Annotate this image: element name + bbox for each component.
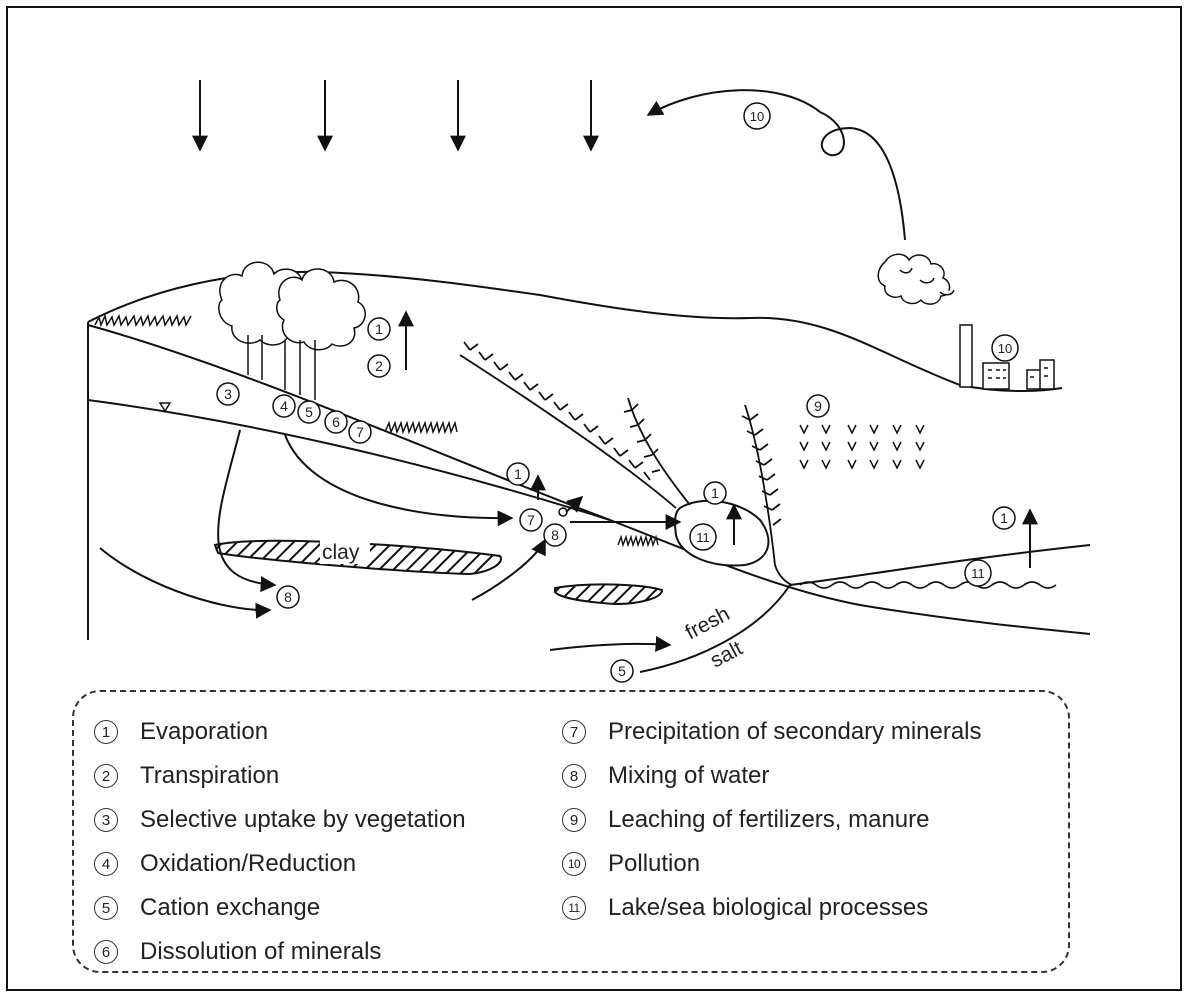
salt-label: salt	[707, 637, 747, 673]
legend-column-left: 1 Evaporation 2 Transpiration 3 Selective u…	[94, 710, 466, 974]
legend-text: Leaching of fertilizers, manure	[608, 806, 930, 834]
hydrogeochemical-diagram: clay fresh salt	[0, 0, 1190, 690]
legend-text: Pollution	[608, 850, 700, 878]
legend-text: Mixing of water	[608, 762, 769, 790]
legend-text: Transpiration	[140, 762, 279, 790]
legend-number-badge: 1	[94, 720, 118, 744]
legend-text: Precipitation of secondary minerals	[608, 718, 982, 746]
legend-text: Selective uptake by vegetation	[140, 806, 466, 834]
legend-number-badge: 11	[562, 896, 586, 920]
legend-item: 1 Evaporation	[94, 710, 466, 754]
legend-item: 7 Precipitation of secondary minerals	[562, 710, 982, 754]
trees-icon	[219, 262, 365, 400]
svg-text:10: 10	[750, 109, 764, 124]
legend-item: 10 Pollution	[562, 842, 982, 886]
gas-bubble-icon	[559, 508, 567, 516]
legend-number-badge: 7	[562, 720, 586, 744]
svg-text:8: 8	[284, 589, 292, 605]
pollution-plume-arrow	[648, 90, 905, 240]
svg-text:4: 4	[280, 398, 288, 414]
legend-number-badge: 9	[562, 808, 586, 832]
svg-text:6: 6	[332, 414, 340, 430]
sea-waves	[800, 582, 1056, 588]
svg-text:11: 11	[971, 566, 985, 581]
legend-item: 2 Transpiration	[94, 754, 466, 798]
svg-text:2: 2	[375, 358, 383, 374]
svg-text:1: 1	[375, 321, 383, 337]
water-table-symbol	[160, 403, 170, 411]
svg-text:5: 5	[618, 663, 626, 679]
legend-item: 11 Lake/sea biological processes	[562, 886, 982, 930]
legend-item: 4 Oxidation/Reduction	[94, 842, 466, 886]
svg-text:7: 7	[356, 424, 364, 440]
factory-icon	[878, 254, 972, 387]
crops-icon	[800, 425, 924, 468]
groundwater-flow-arrows	[100, 312, 1030, 650]
legend-item: 5 Cation exchange	[94, 886, 466, 930]
legend-number-badge: 10	[562, 852, 586, 876]
legend-number-badge: 8	[562, 764, 586, 788]
svg-text:1: 1	[514, 466, 522, 482]
precipitation-arrows	[200, 80, 591, 150]
legend-item: 8 Mixing of water	[562, 754, 982, 798]
legend-number-badge: 6	[94, 940, 118, 964]
fresh-label: fresh	[682, 602, 734, 644]
legend-number-badge: 5	[94, 896, 118, 920]
legend-box: 1 Evaporation 2 Transpiration 3 Selective u…	[72, 690, 1070, 973]
legend-item: 3 Selective uptake by vegetation	[94, 798, 466, 842]
svg-text:8: 8	[551, 527, 559, 543]
buildings-icon	[983, 360, 1054, 389]
clay-label: clay	[322, 541, 360, 564]
legend-text: Dissolution of minerals	[140, 938, 381, 966]
svg-text:7: 7	[527, 512, 535, 528]
legend-text: Lake/sea biological processes	[608, 894, 928, 922]
svg-text:1: 1	[1000, 510, 1008, 526]
grass-shore-icon	[618, 537, 658, 545]
legend-number-badge: 2	[94, 764, 118, 788]
legend-text: Oxidation/Reduction	[140, 850, 356, 878]
svg-text:9: 9	[814, 398, 822, 414]
legend-number-badge: 3	[94, 808, 118, 832]
svg-text:1: 1	[711, 485, 719, 501]
svg-text:3: 3	[224, 386, 232, 402]
grass-slope-icon	[385, 423, 457, 432]
legend-column-right: 7 Precipitation of secondary minerals 8 Mi…	[562, 710, 982, 930]
legend-text: Evaporation	[140, 718, 268, 746]
legend-item: 6 Dissolution of minerals	[94, 930, 466, 974]
grass-icon	[95, 316, 191, 325]
legend-number-badge: 4	[94, 852, 118, 876]
lake	[675, 501, 768, 566]
svg-text:5: 5	[305, 404, 313, 420]
legend-item: 9 Leaching of fertilizers, manure	[562, 798, 982, 842]
svg-text:10: 10	[998, 341, 1012, 356]
legend-text: Cation exchange	[140, 894, 320, 922]
svg-text:11: 11	[696, 530, 710, 545]
